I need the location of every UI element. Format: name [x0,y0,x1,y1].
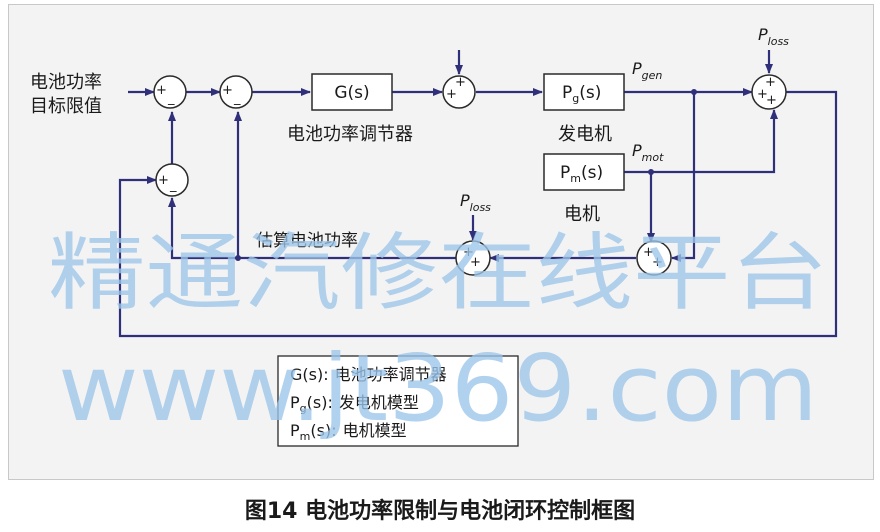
s3-plus-sign: + [158,173,169,188]
pmot-junction [648,169,654,175]
estimate-junction [235,255,241,261]
estimate-s3-line [168,197,456,260]
sum-junction-s5 [751,74,787,110]
s2-minus-sign: _ [233,91,241,106]
input-label-line1: 电池功率 [30,72,102,93]
s1-plus-sign: + [156,83,167,98]
motor-block [543,153,625,191]
sum-junction-s7 [455,240,491,276]
s5-plus-bottom-sign: + [766,93,777,108]
sum-junction-s3 [155,163,189,197]
motor-caption: 电机 [564,204,600,225]
sum-junction-s1 [153,75,187,109]
legend-line-controller: G(s):电池功率调节器 [290,365,447,384]
s5-plus-left-sign: + [757,87,768,102]
controller-block-label: G(s) [334,83,369,103]
legend-line-motor: Pm(s):电机模型 [290,421,407,443]
controller-caption: 电池功率调节器 [287,124,413,145]
s1-minus-sign: _ [167,91,175,106]
s7-plus-top-sign: + [463,245,474,260]
input-label-line2: 目标限值 [30,96,102,117]
s6-plus-top-sign: + [643,245,654,260]
figure-caption: 图14 电池功率限制与电池闭环控制框图 [245,498,635,524]
legend-line-generator: Pg(s):发电机模型 [290,393,419,415]
sum-junction-s6 [636,240,672,276]
p-mot-label: Pmot [632,141,664,164]
s2-plus-sign: + [222,83,233,98]
p-loss-label-top: Ploss [758,25,789,48]
controller-block [311,73,393,111]
sum-junction-s2 [219,75,253,109]
motor-block-label: Pm(s) [560,163,603,185]
watermark-line1: 精通汽修在线平台 [48,224,828,322]
s4-plus-left-sign: + [446,87,457,102]
sum-junction-s4 [442,75,476,109]
pgen-s6-line [671,92,696,262]
signal-lines [118,50,838,338]
generator-caption: 发电机 [558,124,612,145]
p-gen-label: Pgen [632,59,662,82]
pgen-junction [691,89,697,95]
s3-minus-sign: _ [169,178,177,193]
generator-block [543,73,625,111]
p-loss-label-bottom: Ploss [460,191,491,214]
s5-plus-top-sign: + [765,75,776,90]
estimate-label: 估算电池功率 [256,231,358,251]
s4-plus-top-sign: + [455,75,466,90]
outer-feedback-line [118,90,838,338]
motor-s5-line [624,109,778,174]
watermark-line2: www.jt369.com [58,335,818,442]
s7-plus-right-sign: + [470,255,481,270]
s6-plus-right-sign: + [652,255,663,270]
legend-box [277,355,519,447]
generator-block-label: Pg(s) [562,83,601,105]
